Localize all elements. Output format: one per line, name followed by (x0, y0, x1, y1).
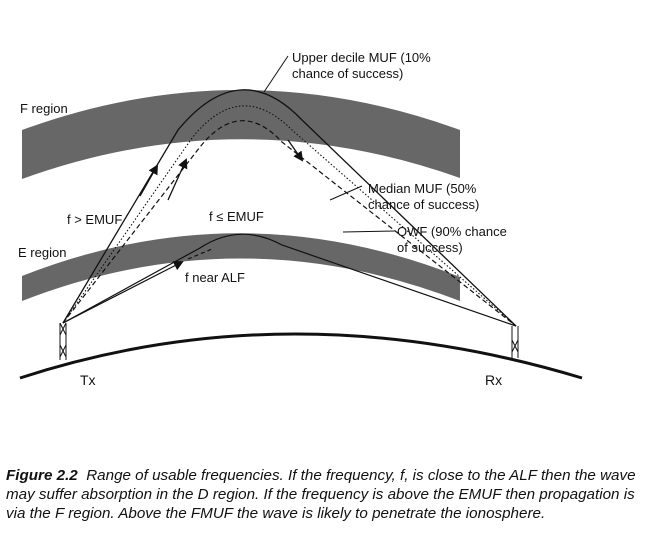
caption-text: Range of usable frequencies. If the freq… (6, 467, 636, 522)
arrow-up-1 (139, 164, 158, 197)
owf-path (62, 120, 517, 327)
arrow-down (287, 139, 304, 162)
upper-decile-label-2: chance of success) (292, 66, 403, 81)
upper-decile-path (62, 89, 517, 327)
alf-path (62, 261, 184, 324)
upper-decile-leader (263, 55, 289, 93)
tx-label: Tx (80, 372, 96, 388)
e-region-label: E region (18, 245, 66, 260)
figure-number: Figure 2.2 (6, 467, 78, 484)
f-near-alf-label: f near ALF (185, 270, 245, 285)
ionosphere-diagram: Upper decile MUF (10% chance of success)… (18, 50, 583, 388)
f-le-emuf-label: f ≤ EMUF (209, 209, 264, 224)
rx-antenna (511, 326, 519, 358)
median-label-2: chance of success) (368, 197, 479, 212)
e-region-path (62, 233, 517, 327)
ground (19, 332, 583, 380)
f-gt-emuf-label: f > EMUF (67, 212, 122, 227)
upper-decile-label-1: Upper decile MUF (10% (292, 50, 431, 65)
figure-caption: Figure 2.2 Range of usable frequencies. … (6, 466, 656, 523)
tx-antenna (59, 322, 67, 360)
median-label-1: Median MUF (50% (368, 181, 477, 196)
f-region-band (22, 90, 460, 179)
arrow-up-2 (167, 158, 188, 201)
alf-dashed (187, 248, 213, 260)
e-region-band (22, 233, 460, 301)
owf-label-1: OWF (90% chance (397, 224, 507, 239)
owf-label-2: of success) (397, 240, 463, 255)
median-muf-path (62, 105, 517, 327)
owf-leader (342, 230, 396, 233)
median-leader (329, 185, 363, 201)
f-region-label: F region (20, 101, 68, 116)
rx-label: Rx (485, 372, 502, 388)
